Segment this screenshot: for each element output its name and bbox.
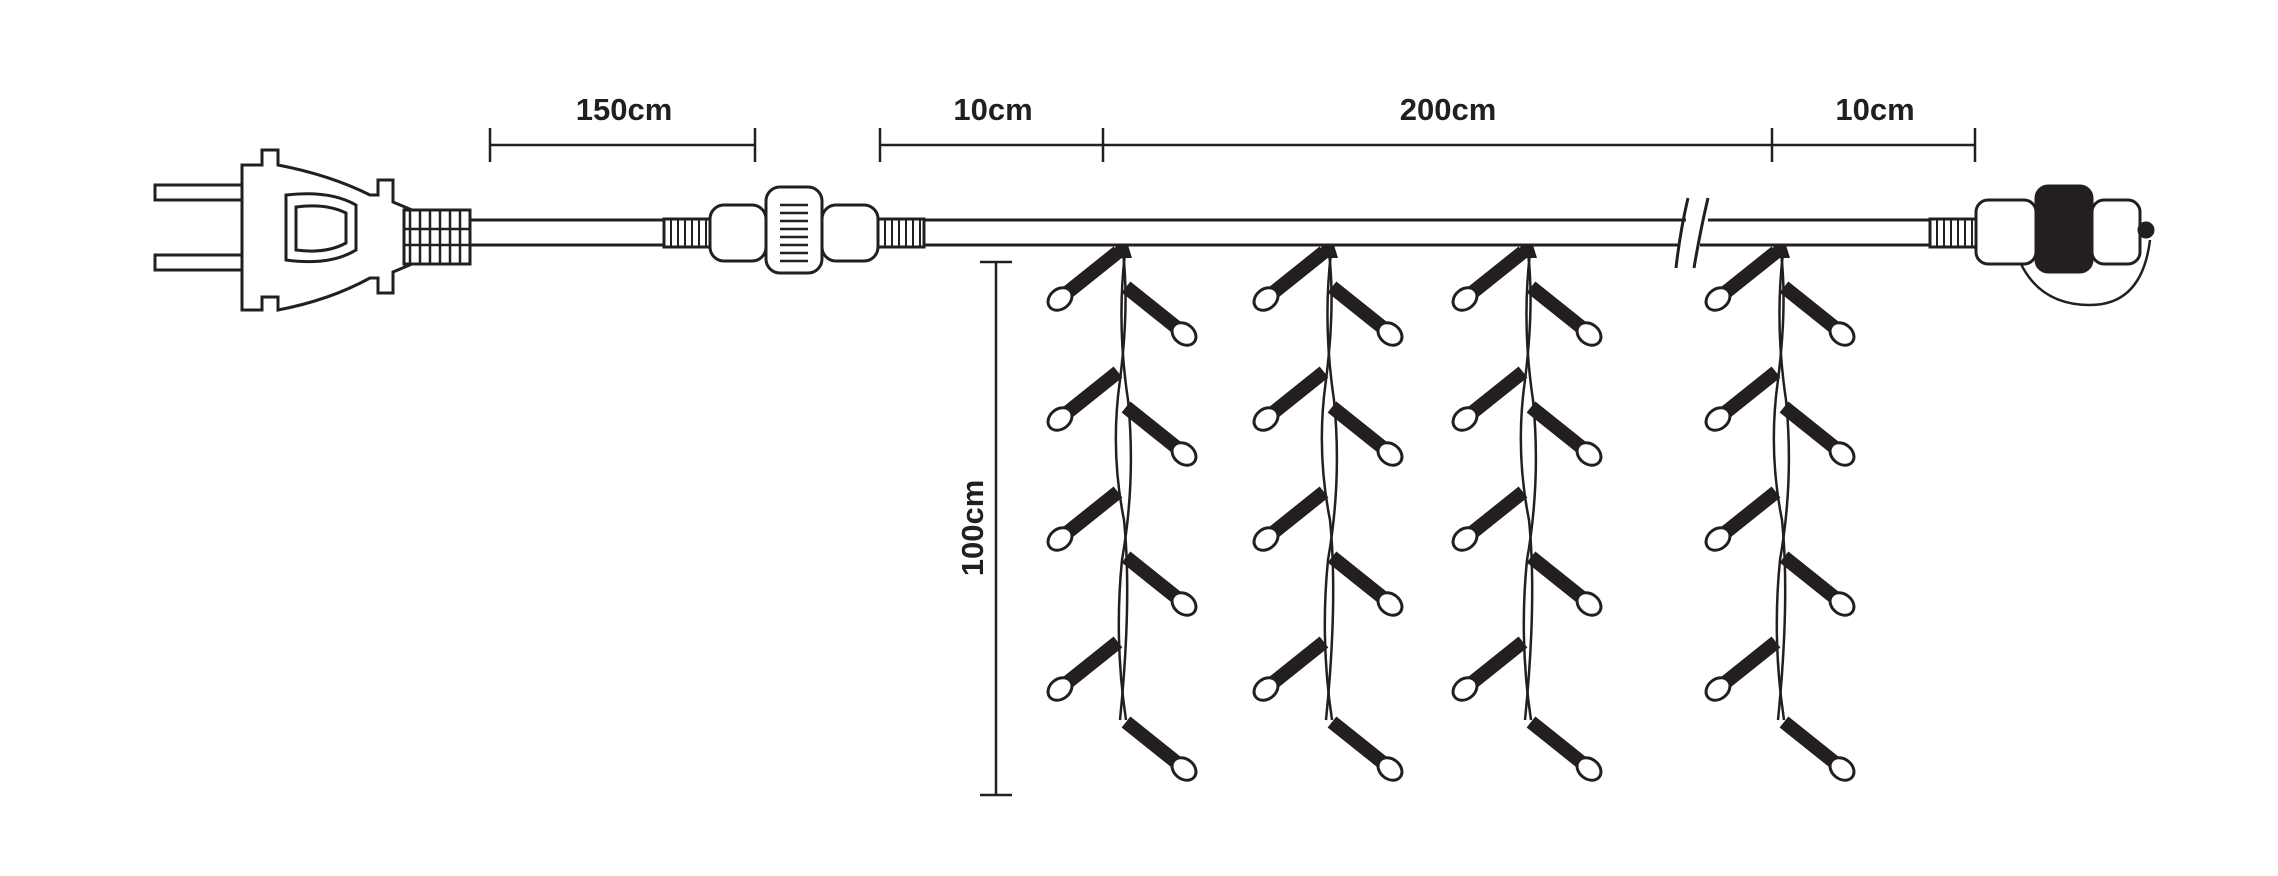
strain-relief-left	[876, 217, 926, 249]
led-bulb-icon	[1449, 252, 1523, 315]
led-bulb-icon	[1784, 407, 1858, 470]
led-bulb-icon	[1332, 287, 1406, 350]
led-bulb-icon	[1332, 557, 1406, 620]
icicle-drop	[1250, 244, 1407, 785]
led-bulb-icon	[1044, 252, 1118, 315]
led-bulb-icon	[1044, 372, 1118, 435]
led-bulb-icon	[1702, 642, 1776, 705]
led-bulb-icon	[1250, 642, 1324, 705]
led-bulb-icon	[1702, 252, 1776, 315]
led-bulb-icon	[1126, 557, 1200, 620]
led-bulb-icon	[1531, 407, 1605, 470]
led-bulb-icon	[1332, 407, 1406, 470]
led-bulb-icon	[1250, 492, 1324, 555]
icicle-drops	[1044, 244, 1859, 785]
dimension-label-plug-cable: 150cm	[576, 92, 673, 127]
dimension-lines	[488, 128, 1977, 797]
led-bulb-icon	[1784, 722, 1858, 785]
dimension-label-main-length: 200cm	[1400, 92, 1497, 127]
dimension-label-lead-out: 10cm	[1835, 92, 1914, 127]
led-bulb-icon	[1332, 722, 1406, 785]
led-bulb-icon	[1449, 492, 1523, 555]
led-bulb-icon	[1126, 722, 1200, 785]
coupler-icon	[708, 185, 880, 275]
plug-cable	[470, 217, 712, 249]
dimension-label-lead-in: 10cm	[953, 92, 1032, 127]
icicle-drop	[1044, 244, 1201, 785]
strain-relief-right	[1928, 217, 1978, 249]
led-bulb-icon	[1531, 722, 1605, 785]
led-bulb-icon	[1449, 642, 1523, 705]
power-plug-icon	[153, 148, 472, 312]
dimension-label-drop-height: 100cm	[955, 480, 990, 577]
led-bulb-icon	[1784, 557, 1858, 620]
icicle-drop	[1702, 244, 1859, 785]
led-bulb-icon	[1044, 492, 1118, 555]
led-bulb-icon	[1702, 492, 1776, 555]
led-bulb-icon	[1126, 287, 1200, 350]
led-bulb-icon	[1531, 557, 1605, 620]
main-cable	[924, 197, 1940, 269]
led-bulb-icon	[1126, 407, 1200, 470]
led-bulb-icon	[1044, 642, 1118, 705]
led-bulb-icon	[1250, 372, 1324, 435]
led-bulb-icon	[1250, 252, 1324, 315]
led-bulb-icon	[1449, 372, 1523, 435]
icicle-drop	[1449, 244, 1606, 785]
led-bulb-icon	[1784, 287, 1858, 350]
led-bulb-icon	[1702, 372, 1776, 435]
led-bulb-icon	[1531, 287, 1605, 350]
end-connector-icon	[1974, 184, 2155, 307]
